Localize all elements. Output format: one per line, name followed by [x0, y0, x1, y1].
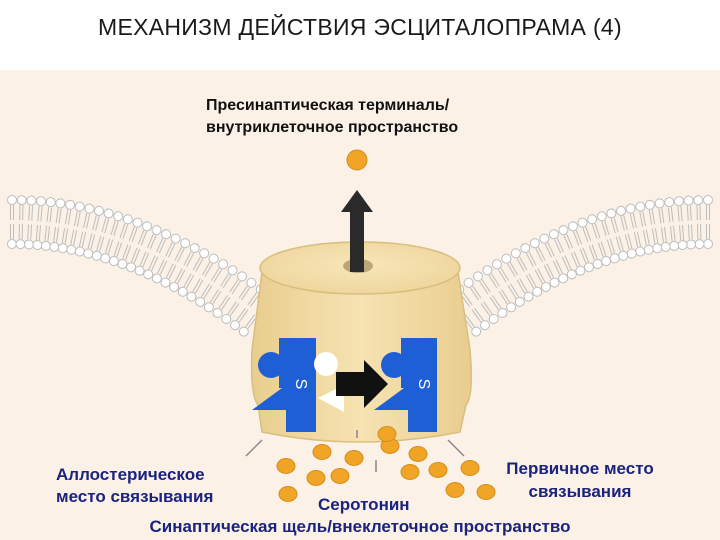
slide-title: МЕХАНИЗМ ДЕЙСТВИЯ ЭСЦИТАЛОПРАМА (4) [98, 14, 622, 40]
lipid-right-18 [529, 238, 560, 288]
allosteric-label-line1: Аллостерическое [56, 465, 205, 484]
serotonin-label: Серотонин [318, 495, 410, 514]
lipid-left-13 [117, 217, 143, 270]
lipid-left-7 [66, 201, 85, 255]
lipid-left-9 [83, 205, 105, 259]
lipid-left-14 [126, 221, 153, 273]
lipid-right-16 [548, 229, 577, 280]
presynaptic-label-line1: Пресинаптическая терминаль/ [206, 97, 450, 114]
lipid-right-9 [615, 205, 637, 259]
serotonin-molecule-9 [428, 462, 448, 478]
empty-pocket-left [314, 352, 338, 376]
serotonin-molecules [276, 426, 496, 502]
lipid-right-24 [473, 271, 508, 318]
cell-membrane [7, 195, 713, 337]
serotonin-molecule-13 [377, 426, 397, 442]
lipid-left-4 [40, 197, 56, 251]
lipid-right-17 [539, 233, 569, 284]
lipid-left-10 [91, 208, 114, 261]
lipid-left-21 [186, 253, 219, 302]
lipid-right-3 [673, 196, 688, 251]
right-binding-site-glyph: S [415, 379, 432, 390]
serotonin-molecule-6 [330, 468, 350, 484]
lipid-right-0 [703, 195, 713, 249]
serotonin-molecule-1 [344, 450, 364, 466]
lipid-left-5 [49, 198, 66, 252]
serotonin-molecule-0 [312, 444, 332, 460]
lipid-right-15 [558, 225, 586, 276]
lipid-right-23 [482, 265, 517, 313]
serotonin-molecule-3 [408, 446, 428, 462]
serotonin-molecule-5 [306, 470, 326, 486]
lipid-left-17 [151, 233, 181, 284]
lipid-right-25 [463, 277, 499, 324]
lipid-left-6 [57, 199, 76, 254]
left-binding-site-glyph: S [292, 379, 309, 390]
extracellular-pointers [245, 430, 465, 472]
lipid-left-20 [177, 248, 210, 297]
lipid-left-11 [100, 211, 124, 264]
lipid-left-2 [23, 195, 37, 250]
serotonin-molecule-8 [400, 464, 420, 480]
right-binding-site: S [374, 338, 437, 432]
allosteric-label-line2: место связывания [56, 487, 214, 506]
transport-arrow [341, 190, 373, 272]
serotonin-molecule-11 [445, 482, 465, 498]
lipid-left-24 [212, 271, 247, 318]
lipid-right-2 [683, 195, 697, 250]
lipid-right-6 [644, 199, 663, 254]
lipid-left-15 [134, 225, 162, 276]
lipid-left-22 [195, 259, 229, 307]
lipid-right-22 [491, 259, 525, 307]
lipid-right-13 [577, 217, 603, 270]
lipid-left-3 [32, 196, 47, 251]
lipid-right-8 [625, 203, 646, 257]
lipid-left-19 [169, 243, 200, 293]
serotonin-molecule-7 [278, 486, 298, 502]
translocation-arrow [336, 360, 388, 408]
lipid-right-11 [596, 211, 620, 264]
lipid-left-1 [15, 195, 27, 250]
lipid-left-0 [7, 195, 17, 249]
lipid-right-7 [635, 201, 654, 255]
serotonin-molecule-10 [460, 460, 480, 476]
primary-label-line1: Первичное место [506, 459, 654, 478]
lipid-right-21 [501, 253, 534, 302]
left-binding-site: S [252, 338, 316, 432]
lipid-right-14 [567, 221, 594, 273]
synaptic-cleft-label: Синаптическая щель/внеклеточное простран… [149, 517, 571, 536]
lipid-left-16 [143, 229, 172, 280]
lipid-left-23 [203, 265, 238, 313]
presynaptic-label-line2: внутриклеточное пространство [206, 119, 459, 136]
lipid-right-1 [693, 195, 705, 250]
lipid-left-18 [160, 238, 191, 288]
lipid-right-20 [510, 248, 543, 297]
primary-label-line2: связывания [528, 482, 632, 501]
lipid-right-10 [606, 208, 629, 261]
serotonin-molecule-12 [476, 484, 496, 500]
lipid-left-25 [221, 277, 257, 324]
lipid-right-5 [654, 198, 671, 252]
lipid-right-19 [520, 243, 551, 293]
serotonin-molecule-intracellular [346, 149, 368, 171]
serotonin-molecule-4 [276, 458, 296, 474]
